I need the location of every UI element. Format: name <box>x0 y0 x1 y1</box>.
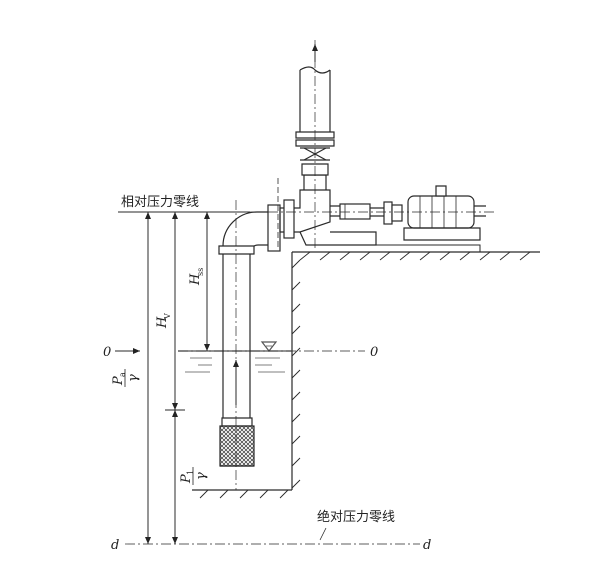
svg-text:γ: γ <box>126 374 141 382</box>
hv-label: H V <box>155 313 172 329</box>
pa-gamma-label: P a γ <box>111 369 141 387</box>
svg-text:1: 1 <box>186 470 195 475</box>
svg-text:γ: γ <box>194 472 209 480</box>
zero-right-label: 0 <box>370 345 378 360</box>
water-surface <box>178 341 292 373</box>
water-level-symbol <box>260 341 278 352</box>
absolute-zero-line-label: 绝对压力零线 <box>317 509 395 525</box>
d-right-label: d <box>423 538 431 553</box>
hss-label: H ss <box>188 268 205 286</box>
zero-left-label: 0 <box>103 345 111 360</box>
shaft-coupling <box>330 201 403 225</box>
svg-text:a: a <box>118 372 127 377</box>
d-left-label: d <box>111 538 119 553</box>
motor <box>403 185 486 241</box>
pump-base <box>306 244 481 252</box>
dimension-lines <box>115 211 327 544</box>
suction-pipe <box>218 204 281 467</box>
svg-text:P: P <box>111 376 126 386</box>
pump <box>277 139 377 248</box>
ground-hatch <box>192 251 540 499</box>
svg-text:H: H <box>188 273 203 286</box>
relative-zero-line-label: 相对压力零线 <box>121 195 199 210</box>
svg-text:P: P <box>179 474 194 484</box>
p1-gamma-label: P 1 γ <box>179 467 209 485</box>
centerlines <box>125 40 495 545</box>
svg-text:V: V <box>163 313 172 320</box>
svg-text:ss: ss <box>196 268 205 276</box>
svg-text:H: H <box>155 316 170 329</box>
